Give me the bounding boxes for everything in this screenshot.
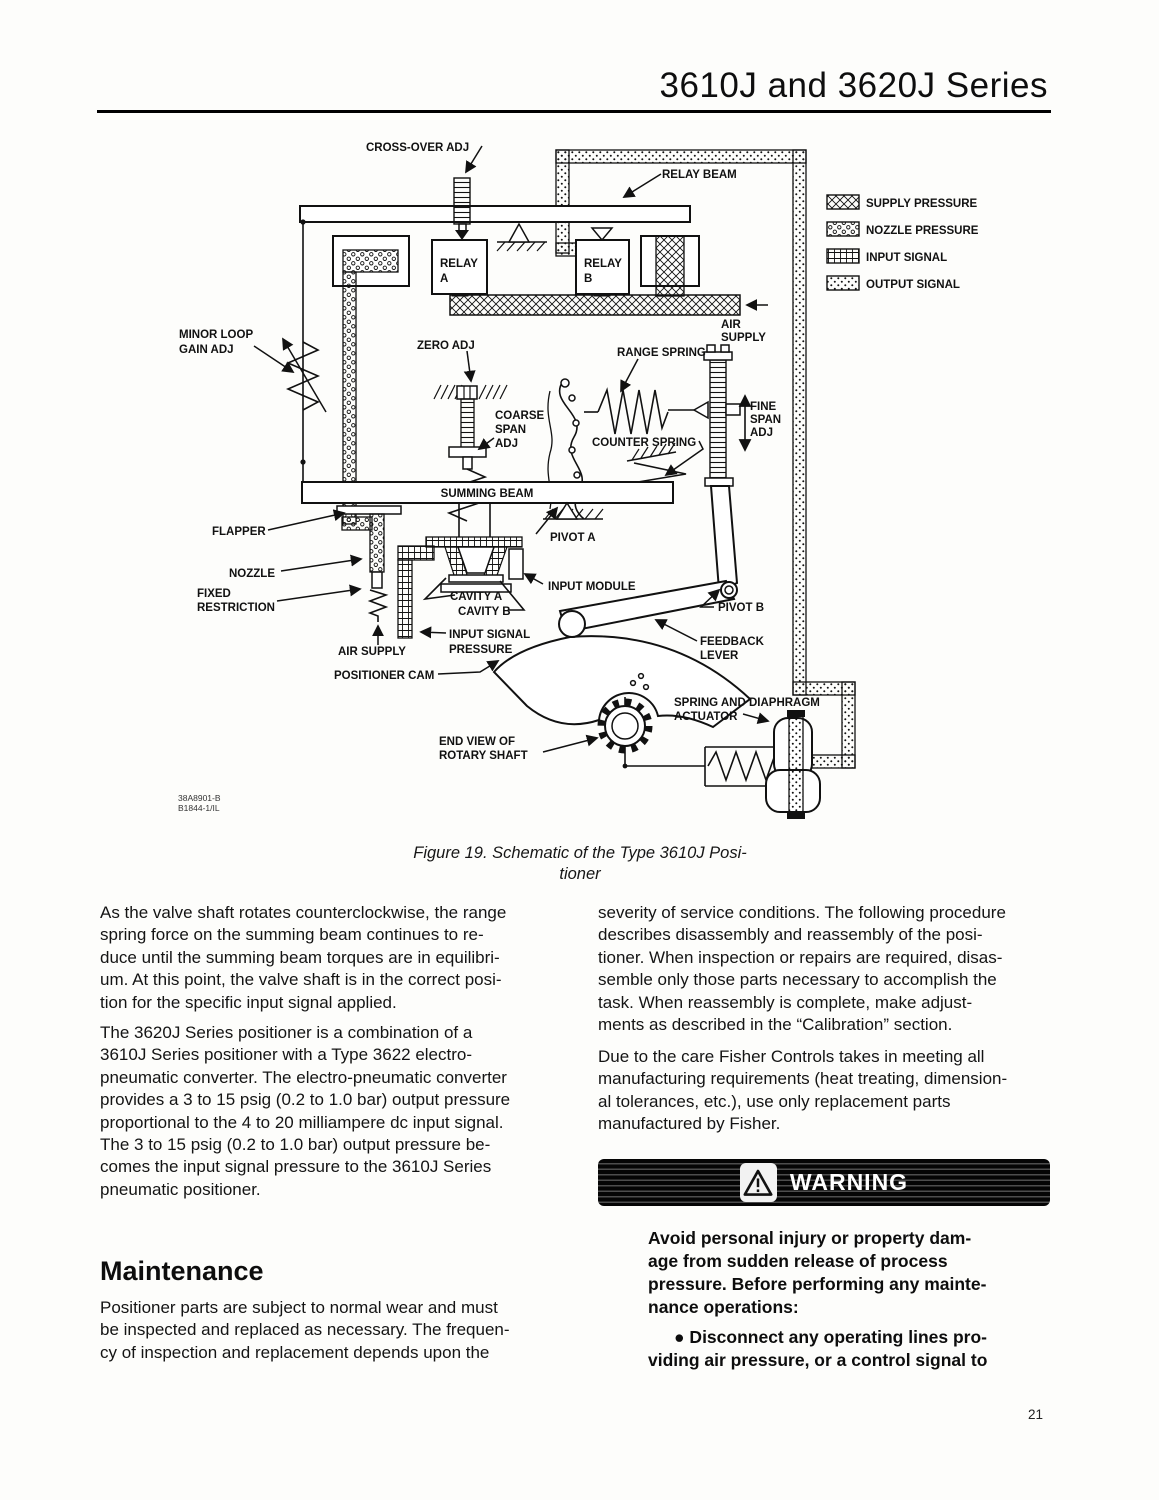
nozzle-pressure-piping (341, 271, 373, 531)
label-relay-beam: RELAY BEAM (662, 169, 737, 181)
label-coarse-span-adj: COARSE (495, 410, 545, 422)
right-column-paragraph-2: Due to the care Fisher Controls takes in… (598, 1047, 1008, 1134)
warning-banner: WARNING (598, 1159, 1050, 1206)
warning-title: WARNING (789, 1169, 909, 1195)
beam-structure (299, 177, 700, 482)
label-air-supply-top: AIR (721, 319, 742, 331)
label-range-spring: RANGE SPRING (617, 347, 706, 359)
leader-lines (253, 145, 770, 753)
label-cavity-a: CAVITY A (450, 591, 502, 603)
legend-nozzle-label: NOZZLE PRESSURE (866, 225, 979, 237)
label-minor-loop-gain-adj: MINOR LOOP (179, 329, 253, 341)
svg-text:SUPPLY: SUPPLY (721, 332, 766, 344)
svg-text:ADJ: ADJ (750, 427, 773, 439)
input-module-top (425, 536, 523, 548)
relay-b-box (575, 239, 630, 295)
maintenance-heading: Maintenance (100, 1256, 264, 1286)
relay-a-box (431, 239, 488, 295)
zero-adj-screw (456, 385, 478, 400)
left-column-paragraph-1: As the valve shaft rotates counterclockw… (100, 903, 507, 1012)
label-nozzle: NOZZLE (229, 568, 275, 580)
warning-paragraph: Avoid personal injury or property dam- a… (648, 1228, 987, 1317)
pattern-legend: SUPPLY PRESSURE NOZZLE PRESSURE INPUT SI… (826, 194, 979, 291)
svg-text:RESTRICTION: RESTRICTION (197, 602, 275, 614)
label-fixed-restriction: FIXED (197, 588, 231, 600)
label-cross-over-adj: CROSS-OVER ADJ (366, 142, 469, 154)
label-fine-span-adj: FINE (750, 401, 777, 413)
right-column-paragraph-1: severity of service conditions. The foll… (598, 903, 1006, 1035)
pivot-arm (709, 485, 739, 592)
label-air-supply-bottom: AIR SUPPLY (338, 646, 406, 658)
label-input-module: INPUT MODULE (548, 581, 636, 593)
label-pivot-a: PIVOT A (550, 532, 596, 544)
label-spring-diaphragm-actuator: SPRING AND DIAPHRAGM (674, 697, 820, 709)
svg-text:SPAN: SPAN (750, 414, 781, 426)
label-counter-spring: COUNTER SPRING (592, 437, 696, 449)
warning-bullet-item: ● Disconnect any operating lines pro- vi… (648, 1327, 988, 1370)
figure-caption: Figure 19. Schematic of the Type 3610J P… (413, 844, 747, 883)
legend-supply-label: SUPPLY PRESSURE (866, 198, 978, 210)
label-zero-adj: ZERO ADJ (417, 340, 475, 352)
label-relay-b: RELAY (584, 258, 622, 270)
left-column-paragraph-2: The 3620J Series positioner is a combina… (100, 1023, 511, 1199)
nozzle-tube (369, 513, 385, 573)
maintenance-paragraph: Positioner parts are subject to normal w… (100, 1298, 510, 1362)
title-rule (97, 110, 1051, 113)
cam-roller (558, 610, 586, 638)
supply-pressure-swatch (826, 194, 860, 210)
cam-lever-actuator (492, 485, 821, 819)
output-signal-swatch (826, 275, 860, 291)
label-feedback-lever: FEEDBACK (700, 636, 765, 648)
svg-text:LEVER: LEVER (700, 650, 739, 662)
relay-beam-bar (299, 205, 691, 223)
svg-text:ROTARY SHAFT: ROTARY SHAFT (439, 750, 528, 762)
svg-text:A: A (440, 273, 448, 285)
label-pivot-b: PIVOT B (718, 602, 764, 614)
output-signal-piping (555, 149, 856, 769)
label-flapper: FLAPPER (212, 526, 266, 538)
label-cavity-b: CAVITY B (458, 606, 511, 618)
label-relay-a: RELAY (440, 258, 478, 270)
label-end-view-rotary-shaft: END VIEW OF (439, 736, 515, 748)
summing-beam-group (301, 481, 674, 645)
svg-text:B: B (584, 273, 592, 285)
legend-input-label: INPUT SIGNAL (866, 252, 947, 264)
flapper-strip (336, 505, 402, 515)
label-summing-beam: SUMMING BEAM (441, 488, 534, 500)
summing-beam-bar (301, 481, 674, 504)
input-signal-swatch (826, 248, 860, 264)
actuator-stem (788, 713, 804, 815)
input-signal-pipe (397, 559, 413, 639)
label-positioner-cam: POSITIONER CAM (334, 670, 434, 682)
label-input-signal-pressure: INPUT SIGNAL (449, 629, 530, 641)
svg-text:PRESSURE: PRESSURE (449, 644, 513, 656)
svg-text:GAIN ADJ: GAIN ADJ (179, 344, 234, 356)
legend-output-label: OUTPUT SIGNAL (866, 279, 960, 291)
fine-span-adj-rod (709, 359, 727, 481)
cross-over-screw (453, 177, 471, 225)
pivot-b-pin (724, 585, 734, 595)
warning-triangle-icon (739, 1163, 777, 1202)
schematic-figure: SUPPLY PRESSURE NOZZLE PRESSURE INPUT SI… (179, 142, 979, 819)
svg-text:SPAN: SPAN (495, 424, 526, 436)
nozzle-pressure-swatch (826, 221, 860, 237)
rotary-shaft-teeth (597, 698, 653, 754)
diagram-labels: CROSS-OVER ADJ RELAY BEAM RELAY A RELAY … (179, 142, 820, 762)
fixed-restriction-coil (367, 589, 389, 622)
range-spring-coil (597, 387, 669, 435)
page-number: 21 (1028, 1407, 1044, 1422)
svg-text:ADJ: ADJ (495, 438, 518, 450)
svg-text:ACTUATOR: ACTUATOR (674, 711, 738, 723)
figure-reference-numbers: 38A8901-B B1844-1/IL (178, 793, 221, 813)
page-title: 3610J and 3620J Series (659, 66, 1048, 105)
